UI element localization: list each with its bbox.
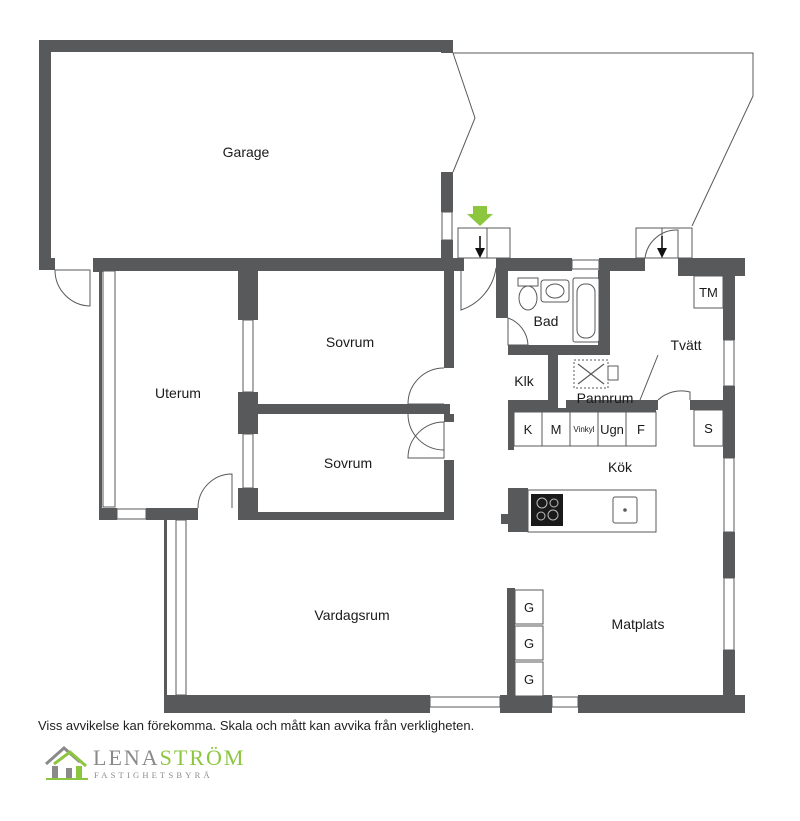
svg-text:TM: TM <box>699 285 718 300</box>
svg-text:F: F <box>637 422 645 437</box>
room-label-pannrum: Pannrum <box>577 390 634 406</box>
kitchen-counter-appliances: K M Vinkyl Ugn F <box>513 411 657 447</box>
svg-text:Ugn: Ugn <box>600 422 624 437</box>
svg-text:G: G <box>524 672 534 687</box>
cabinet-column-g: G G G <box>514 589 544 697</box>
company-logo: LENASTRÖM FASTIGHETSBYRÅ <box>44 742 244 788</box>
svg-text:K: K <box>524 422 533 437</box>
disclaimer-text: Viss avvikelse kan förekomma. Skala och … <box>38 718 475 733</box>
svg-text:S: S <box>704 421 713 436</box>
appliance-tm: TM <box>693 275 724 309</box>
room-label-sovrum-2: Sovrum <box>324 455 372 471</box>
room-label-bad: Bad <box>534 313 559 329</box>
room-label-klk: Klk <box>514 373 534 389</box>
entrance-arrow-icon <box>467 206 493 258</box>
svg-text:M: M <box>551 422 562 437</box>
room-label-matplats: Matplats <box>612 616 665 632</box>
room-label-tvatt: Tvätt <box>670 337 701 353</box>
bathroom-fixtures <box>517 277 619 389</box>
garage-window <box>441 211 453 241</box>
room-label-garage: Garage <box>223 144 270 160</box>
room-label-vardagsrum: Vardagsrum <box>314 607 389 623</box>
appliance-s: S <box>693 409 724 447</box>
svg-text:G: G <box>524 600 534 615</box>
house-windows <box>102 259 735 708</box>
garage-door <box>452 52 754 227</box>
house-outer-walls <box>93 258 745 713</box>
garage-walls <box>39 40 453 270</box>
tvatt-entrance-arrow-icon <box>657 236 667 258</box>
svg-text:Vinkyl: Vinkyl <box>573 425 594 434</box>
logo-subtitle: FASTIGHETSBYRÅ <box>94 770 213 780</box>
interior-walls <box>238 270 724 696</box>
house-logo-icon <box>45 746 88 780</box>
room-label-uterum: Uterum <box>155 385 201 401</box>
room-label-sovrum-1: Sovrum <box>326 334 374 350</box>
logo-wordmark: LENASTRÖM <box>93 745 246 770</box>
kitchen-island <box>527 489 657 533</box>
svg-text:G: G <box>524 636 534 651</box>
room-label-kok: Kök <box>608 459 633 475</box>
